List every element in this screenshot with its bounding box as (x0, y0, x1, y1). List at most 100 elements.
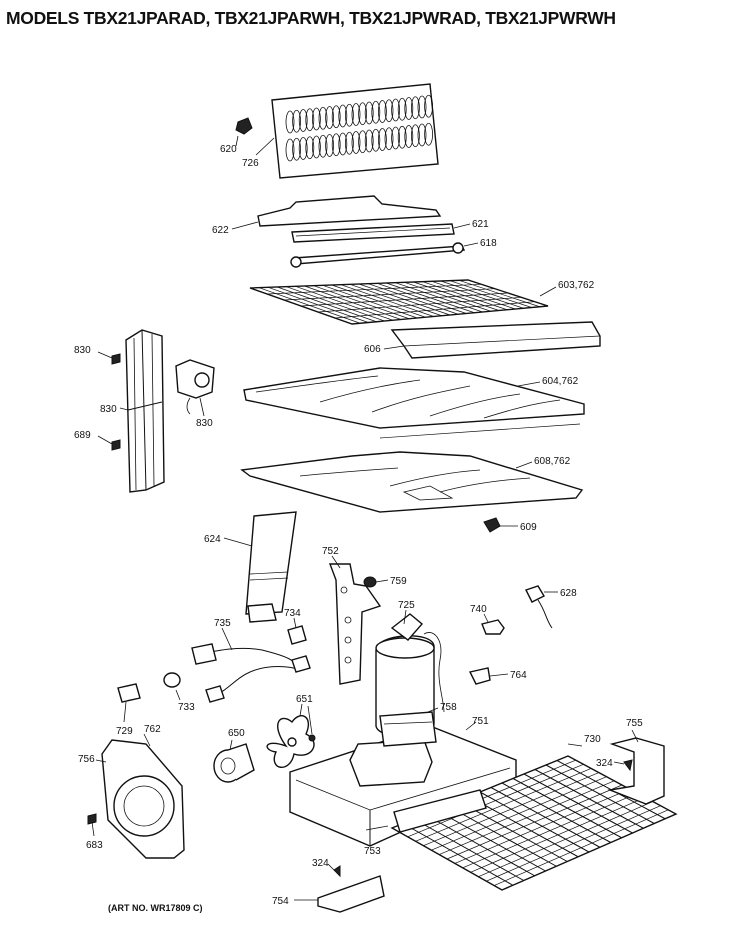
label-726: 726 (242, 158, 259, 169)
duct-624 (245, 511, 297, 623)
shelf-608 (240, 451, 584, 513)
coil-loop (311, 107, 321, 131)
label-730: 730 (584, 734, 601, 745)
label-651: 651 (296, 694, 313, 705)
condenser-730 (390, 755, 678, 891)
coil-loop (351, 103, 361, 126)
heater-618 (290, 242, 466, 268)
shelf-wire (300, 292, 509, 307)
coil-loop (384, 99, 394, 123)
coil-loop (305, 136, 315, 160)
label-830-thermostat: 830 (196, 418, 213, 429)
coil-loop (377, 128, 387, 151)
condenser-wire (454, 788, 630, 864)
fan-motor-650 (213, 743, 255, 783)
coil-loop (325, 134, 335, 157)
cord-628 (525, 585, 553, 629)
evaporator-726 (271, 83, 439, 179)
coil-loop (371, 128, 381, 152)
condenser-wire (486, 805, 661, 882)
clip-620 (235, 117, 253, 135)
harness-735 (191, 643, 311, 703)
grommet-759 (363, 576, 377, 588)
label-756: 756 (78, 754, 95, 765)
coil-loop (424, 122, 434, 146)
clip-764 (468, 667, 491, 685)
label-752: 752 (322, 546, 339, 557)
condenser-wire (494, 809, 669, 886)
label-762: 762 (144, 724, 161, 735)
coil-loop (344, 131, 354, 155)
label-733: 733 (178, 702, 195, 713)
condenser-wire (415, 768, 592, 842)
coil-loop (351, 131, 361, 154)
coil-loop (410, 124, 420, 148)
relay-740 (481, 619, 505, 635)
label-729: 729 (116, 726, 133, 737)
coil-loop (311, 135, 321, 159)
label-624: 624 (204, 534, 221, 545)
coil-loop (292, 109, 302, 133)
label-830-channel: 830 (100, 404, 117, 415)
overload-734 (287, 625, 307, 645)
coil-loop (298, 109, 308, 132)
coil-loop (358, 102, 368, 126)
label-608-762: 608,762 (534, 456, 571, 467)
coil-loop (391, 126, 401, 150)
bracket-752 (328, 563, 382, 685)
label-689: 689 (74, 430, 91, 441)
condenser-wire (431, 776, 607, 851)
coil-loop (397, 125, 407, 149)
coil-loop (358, 130, 368, 154)
label-621: 621 (472, 219, 489, 230)
screw-609 (483, 517, 501, 533)
drain-pan-753 (393, 789, 487, 833)
label-609: 609 (520, 522, 537, 533)
bracket-755 (607, 737, 665, 805)
coil-loop (305, 108, 315, 132)
label-759: 759 (390, 576, 407, 587)
coil-loop (364, 129, 374, 153)
label-755: 755 (626, 718, 643, 729)
condenser-wire (439, 780, 615, 855)
shelf-wire (283, 288, 495, 301)
channel-830 (125, 329, 165, 493)
coil-loop (331, 105, 341, 129)
label-603-762: 603,762 (558, 280, 595, 291)
condenser-wire (423, 772, 599, 847)
label-734: 734 (284, 608, 301, 619)
cover-606 (390, 321, 601, 359)
condenser-wire (446, 784, 623, 860)
coil-loop (397, 97, 407, 121)
coil-loop (364, 101, 374, 125)
label-628: 628 (560, 588, 577, 599)
shelf-603 (249, 279, 549, 325)
coil-loop (338, 104, 348, 128)
coil-loop (325, 106, 335, 129)
label-764: 764 (510, 670, 527, 681)
label-324-right: 324 (596, 758, 613, 769)
coil-loop (404, 97, 414, 120)
label-683: 683 (86, 840, 103, 851)
page-title: MODELS TBX21JPARAD, TBX21JPARWH, TBX21JP… (6, 8, 616, 28)
condenser-wire (407, 763, 584, 838)
label-606: 606 (364, 344, 381, 355)
label-754: 754 (272, 896, 289, 907)
part-labels: 620 726 622 621 618 603,762 606 830 830 … (74, 144, 643, 907)
label-604-762: 604,762 (542, 376, 579, 387)
condenser-wire (470, 797, 646, 873)
label-735: 735 (214, 618, 231, 629)
label-725: 725 (398, 600, 415, 611)
label-830-screw: 830 (74, 345, 91, 356)
label-618: 618 (480, 238, 497, 249)
label-758: 758 (440, 702, 457, 713)
label-753: 753 (364, 846, 381, 857)
art-number: (ART NO. WR17809 C) (108, 903, 203, 913)
coil-loop (331, 133, 341, 157)
coil-loop (384, 127, 394, 151)
fan-shroud-762 (101, 739, 185, 859)
coil-loop (318, 134, 328, 158)
label-620: 620 (220, 144, 237, 155)
compressor-725 (375, 613, 445, 737)
